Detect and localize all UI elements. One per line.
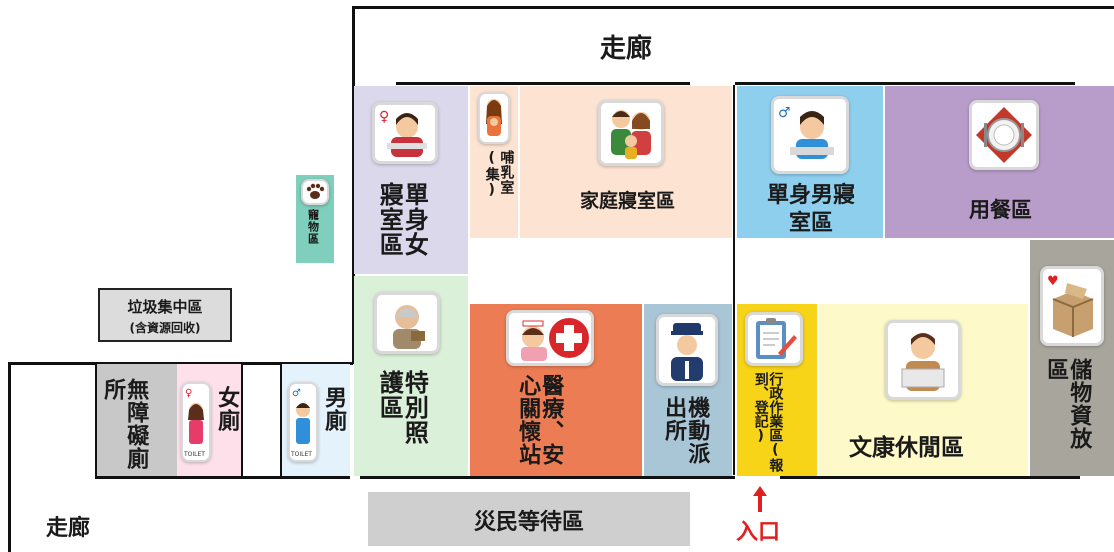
accessible-toilet-label: 無障礙廁所 xyxy=(100,378,149,470)
waiting-area-label: 災民等待區 xyxy=(473,510,584,535)
zone-storage: ♥ 儲物資放區 xyxy=(1030,240,1114,476)
zone-waiting: 災民等待區 xyxy=(368,492,690,546)
zone-medical: 醫療、安心關懷站 xyxy=(470,304,642,476)
wall-outer-top xyxy=(352,6,1114,9)
family-icon xyxy=(598,100,664,166)
zone-male-toilet: ♂ TOILET 男廁 xyxy=(282,364,350,476)
nursing-mother-icon xyxy=(478,92,510,144)
trash-area-sublabel: (含資源回收) xyxy=(129,321,201,335)
zone-admin: 行政作業區(報到、登記) xyxy=(737,304,817,476)
wall-center-divider xyxy=(733,85,735,475)
wall-bottom-left xyxy=(360,476,735,479)
female-toilet-icon: ♀ TOILET xyxy=(181,382,211,462)
male-toilet-label: 男廁 xyxy=(321,386,347,432)
zone-police: 機動派出所 xyxy=(644,304,732,476)
female-person-icon: ♀ xyxy=(372,102,438,164)
medical-cross-icon xyxy=(506,310,594,366)
wall-left-building-top xyxy=(8,362,353,365)
storage-box-icon: ♥ xyxy=(1040,266,1104,346)
pet-area-label: 寵物區 xyxy=(306,209,320,245)
zone-female-toilet: ♀ TOILET 女廁 xyxy=(177,364,241,476)
svg-text:TOILET: TOILET xyxy=(290,451,312,458)
storage-label: 儲物資放區 xyxy=(1043,358,1092,450)
police-label: 機動派出所 xyxy=(661,396,710,465)
corridor-bottom-label: 走廊 xyxy=(46,516,91,541)
toilet-divider-3 xyxy=(280,364,282,476)
single-male-label-text: 單身男寢室區 xyxy=(766,183,855,236)
wall-bottom-right xyxy=(780,476,1080,479)
svg-text:♥: ♥ xyxy=(1047,274,1059,289)
svg-text:TOILET: TOILET xyxy=(183,451,205,458)
pet-area: 寵物區 xyxy=(296,175,334,263)
clipboard-icon xyxy=(745,312,803,366)
toilet-divider-1 xyxy=(95,364,97,476)
svg-text:♂: ♂ xyxy=(292,388,301,399)
male-toilet-icon: ♂ TOILET xyxy=(288,382,318,462)
single-male-label: 單身男寢室區 xyxy=(761,182,861,237)
svg-text:♂: ♂ xyxy=(778,105,791,121)
trash-collection-area: 垃圾集中區 (含資源回收) xyxy=(98,288,232,342)
leisure-area-label: 文康休閒區 xyxy=(849,435,964,461)
reading-person-icon xyxy=(885,320,961,400)
trash-area-label: 垃圾集中區 xyxy=(127,298,203,316)
entrance-arrow-icon xyxy=(750,484,770,514)
wall-inner-top-right xyxy=(735,82,1075,85)
zone-single-female: ♀ 單身女寢室區 xyxy=(354,86,468,274)
wall-toilets-bottom xyxy=(95,476,350,479)
wall-inner-top xyxy=(396,82,690,85)
zone-family: 家庭寢室區 xyxy=(520,86,732,238)
nursing-room-label: 哺乳室(集) xyxy=(483,150,515,199)
admin-label: 行政作業區(報到、登記) xyxy=(752,372,784,472)
single-female-label: 單身女寢室區 xyxy=(375,182,429,257)
police-officer-icon xyxy=(656,314,718,386)
special-care-label: 特別照護區 xyxy=(375,370,429,445)
svg-text:♀: ♀ xyxy=(379,109,389,125)
male-person-icon: ♂ xyxy=(771,96,849,174)
entrance-label: 入口 xyxy=(736,520,781,545)
toilet-divider-2 xyxy=(241,364,243,476)
female-toilet-label: 女廁 xyxy=(214,386,240,432)
family-area-label: 家庭寢室區 xyxy=(580,190,676,212)
zone-leisure: 文康休閒區 xyxy=(819,304,1028,476)
zone-nursing-room: 哺乳室(集) xyxy=(470,86,518,238)
wall-left-building-left xyxy=(8,362,11,552)
paw-icon xyxy=(301,179,329,205)
dining-plate-icon xyxy=(969,100,1039,170)
zone-special-care: 特別照護區 xyxy=(354,276,468,476)
zone-single-male: ♂ 單身男寢室區 xyxy=(737,86,883,238)
svg-text:♀: ♀ xyxy=(185,388,192,399)
wall-outer-left xyxy=(352,6,355,364)
zone-accessible-toilet: 無障礙廁所 xyxy=(95,364,177,476)
elderly-person-icon xyxy=(374,292,440,354)
zone-dining: 用餐區 xyxy=(885,86,1114,238)
medical-label: 醫療、安心關懷站 xyxy=(515,374,564,466)
corridor-top-label: 走廊 xyxy=(600,34,653,64)
dining-area-label: 用餐區 xyxy=(969,198,1032,222)
